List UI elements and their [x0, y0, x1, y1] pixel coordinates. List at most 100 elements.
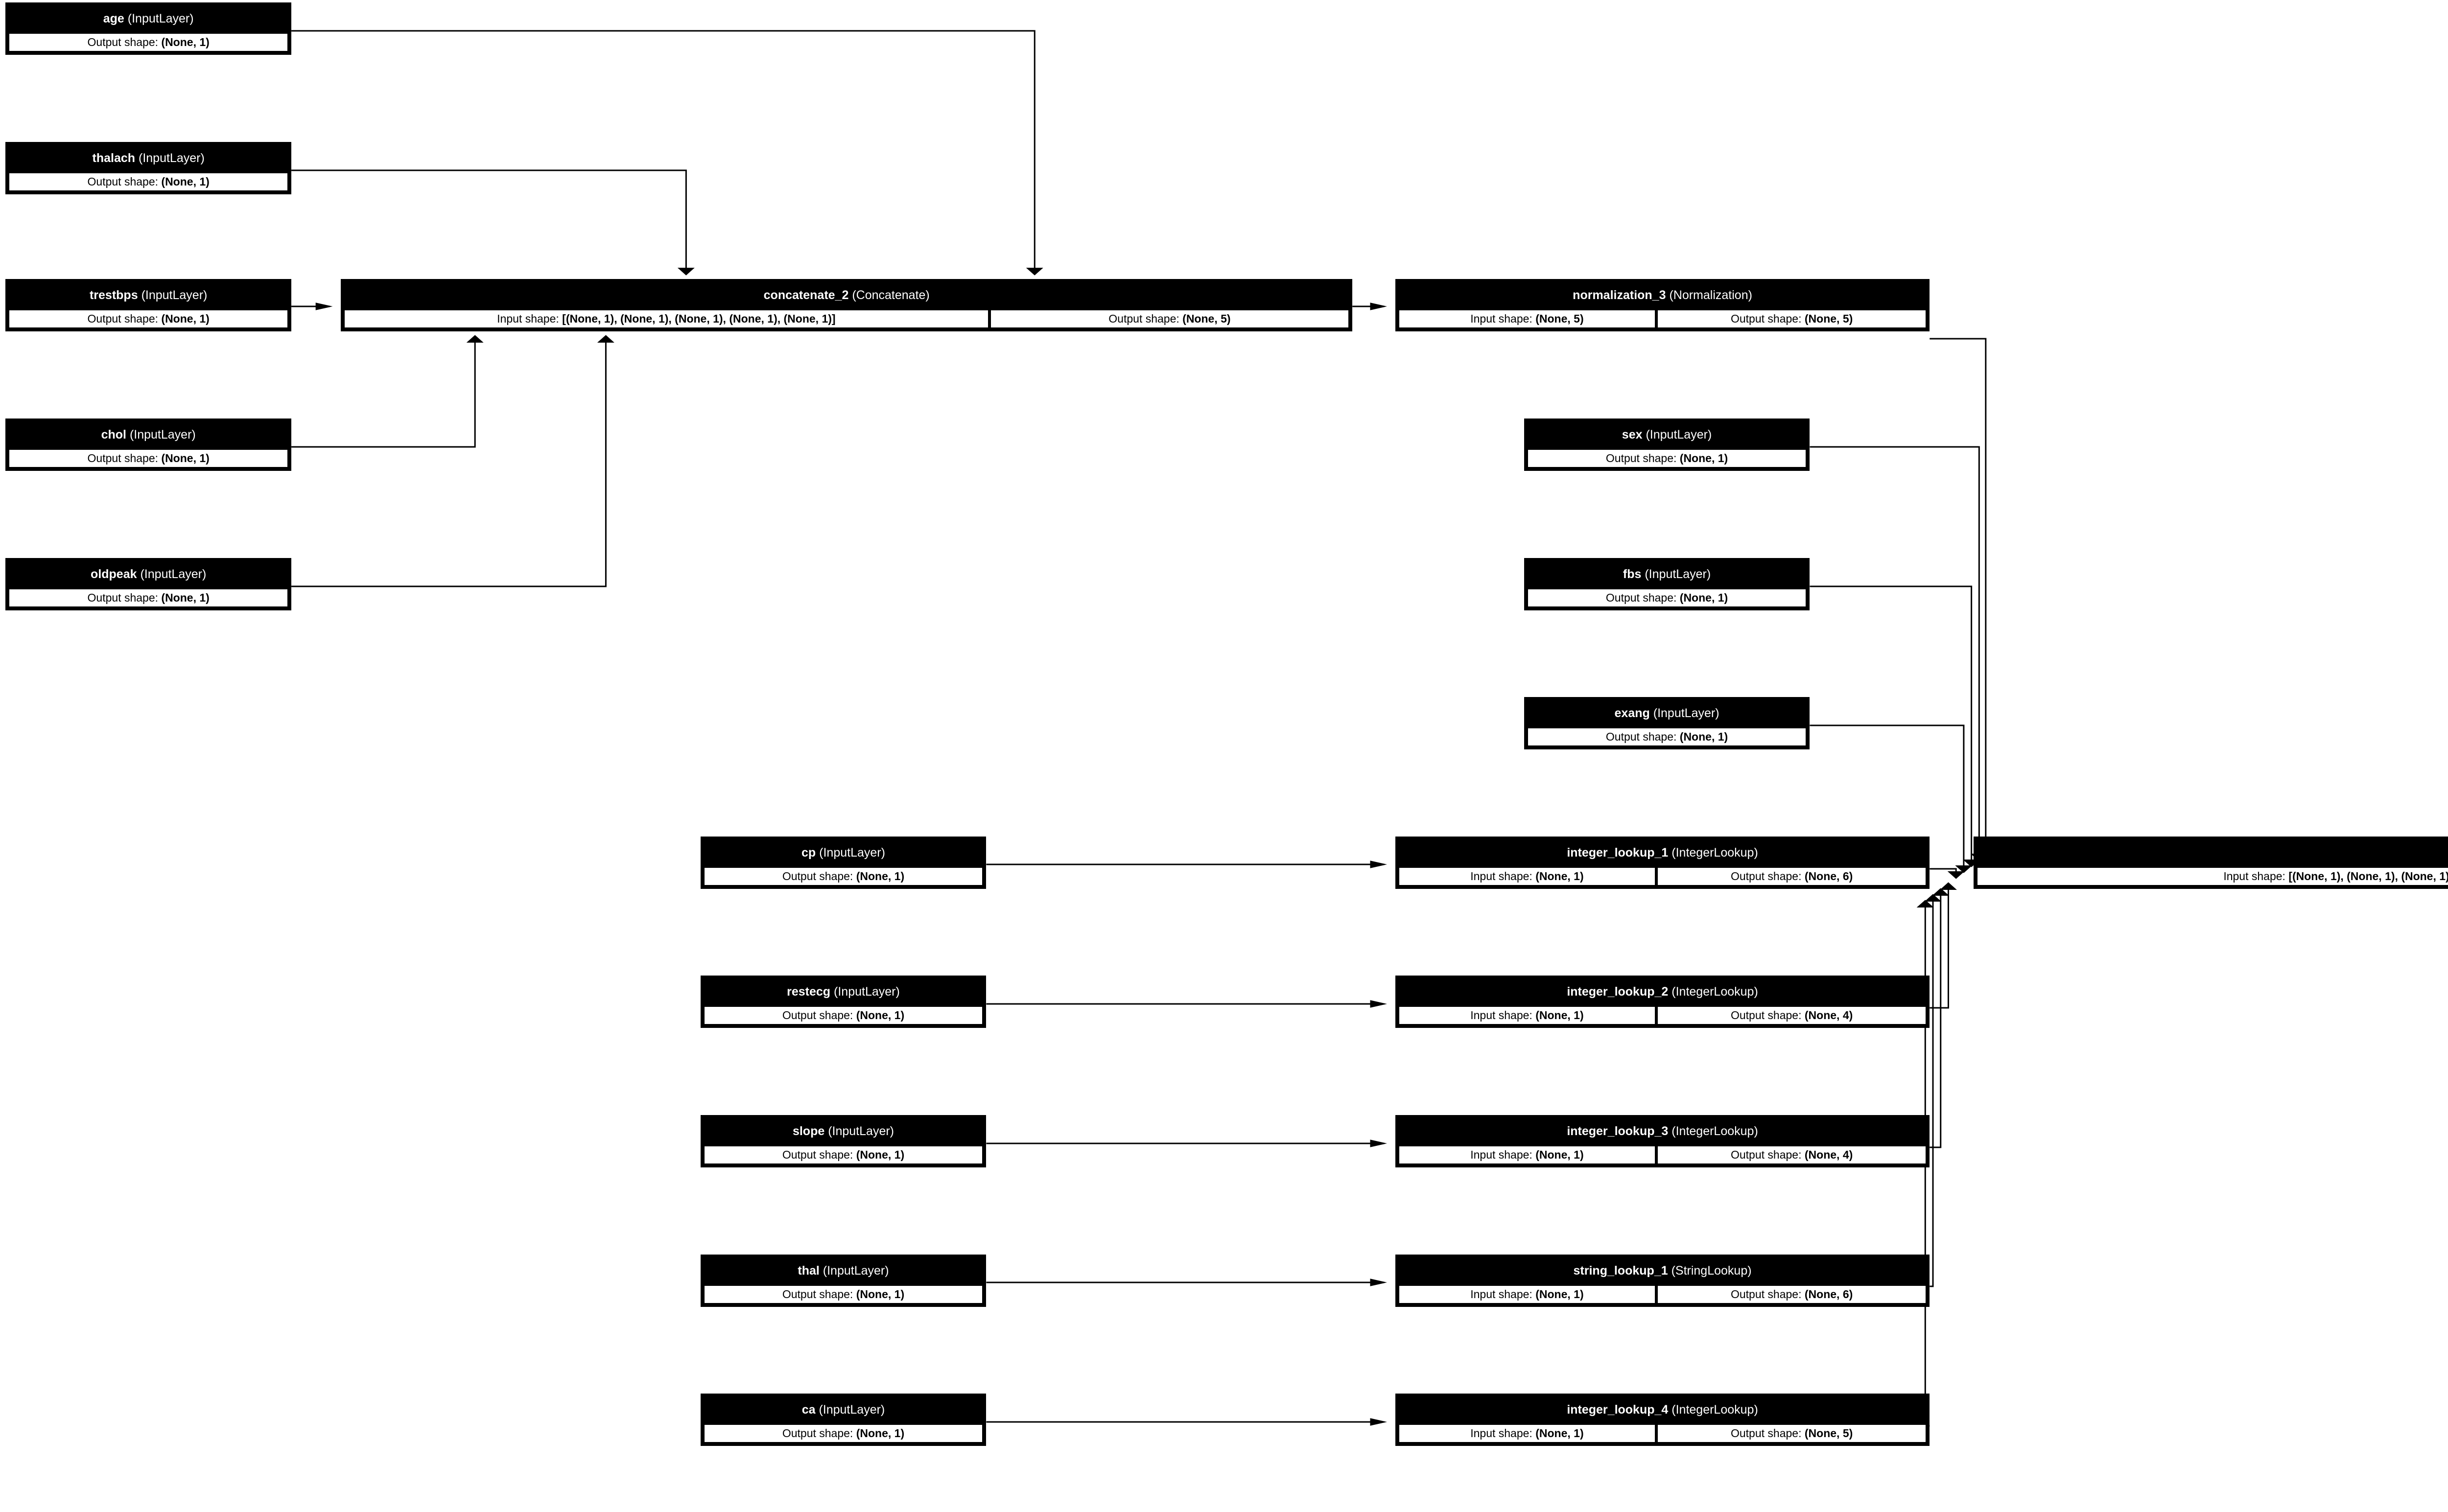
layer-name: normalization_3 [1573, 288, 1666, 302]
shape-label: Input shape: [1470, 1427, 1532, 1440]
shape-label: Output shape: [782, 1148, 853, 1161]
layer-title: concatenate_2 (Concatenate) [343, 281, 1350, 309]
layer-name: integer_lookup_3 [1567, 1124, 1669, 1138]
layer-title: age (InputLayer) [8, 5, 289, 32]
layer-node-concatenate_2[interactable]: concatenate_2 (Concatenate)Input shape: … [341, 279, 1353, 331]
layer-node-trestbps[interactable]: trestbps (InputLayer)Output shape: (None… [5, 279, 292, 331]
layer-name: ca [801, 1402, 816, 1417]
layer-node-fbs[interactable]: fbs (InputLayer)Output shape: (None, 1) [1524, 558, 1810, 610]
edge-integer_lookup_3-to-concatenate_3 [1926, 887, 1956, 1147]
layer-node-concatenate_3[interactable]: concatenate_3 (Concatenate)Input shape: … [1974, 837, 2448, 889]
shape-value: [(None, 1), (None, 1), (None, 1), (None,… [2288, 870, 2448, 883]
layer-node-integer_lookup_1[interactable]: integer_lookup_1 (IntegerLookup)Input sh… [1395, 837, 1930, 889]
input-shape-cell: Input shape: (None, 1) [1397, 866, 1656, 886]
output-shape-cell: Output shape: (None, 1) [1526, 588, 1808, 608]
layer-node-age[interactable]: age (InputLayer)Output shape: (None, 1) [5, 2, 292, 55]
layer-node-normalization_3[interactable]: normalization_3 (Normalization)Input sha… [1395, 279, 1930, 331]
layer-name: integer_lookup_1 [1567, 845, 1669, 860]
layer-title: thalach (InputLayer) [8, 144, 289, 172]
layer-title: fbs (InputLayer) [1527, 560, 1808, 588]
output-shape-cell: Output shape: (None, 5) [1656, 1423, 1928, 1443]
output-shape-cell: Output shape: (None, 1) [1526, 727, 1808, 747]
edge-oldpeak-to-concatenate_2 [291, 334, 621, 586]
output-shape-cell: Output shape: (None, 1) [8, 588, 289, 608]
layer-class: (InputLayer) [1653, 706, 1719, 720]
layer-node-chol[interactable]: chol (InputLayer) Output shape: (None, 1) [5, 419, 292, 471]
shape-label: Output shape: [1730, 1288, 1802, 1301]
layer-name: slope [792, 1124, 825, 1138]
shape-row: Input shape: (None, 1)Output shape: (Non… [1397, 866, 1928, 886]
output-shape-cell: Output shape: (None, 5) [989, 309, 1350, 329]
input-shape-cell: Input shape: (None, 1) [1397, 1145, 1656, 1165]
layer-title: integer_lookup_1 (IntegerLookup) [1398, 839, 1927, 866]
edge-normalization_3-to-concatenate_3 [1930, 339, 2001, 857]
layer-title: slope (InputLayer) [703, 1117, 984, 1145]
layer-name: thalach [92, 151, 136, 165]
layer-title: integer_lookup_3 (IntegerLookup) [1398, 1117, 1927, 1145]
shape-row: Output shape: (None, 1) [703, 866, 984, 886]
layer-class: (InputLayer) [129, 427, 196, 442]
shape-label: Input shape: [497, 312, 559, 325]
layer-node-cp[interactable]: cp (InputLayer)Output shape: (None, 1) [700, 837, 987, 889]
shape-row: Output shape: (None, 1) [8, 588, 289, 608]
edge-sex-to-concatenate_3 [1810, 447, 1994, 862]
layer-class: (IntegerLookup) [1671, 845, 1758, 860]
layer-node-thal[interactable]: thal (InputLayer)Output shape: (None, 1) [700, 1255, 987, 1307]
shape-row: Input shape: (None, 5)Output shape: (Non… [1397, 309, 1928, 329]
layer-node-string_lookup_1[interactable]: string_lookup_1 (StringLookup)Input shap… [1395, 1255, 1930, 1307]
layer-node-oldpeak[interactable]: oldpeak (InputLayer)Output shape: (None,… [5, 558, 292, 610]
layer-title: chol (InputLayer) [8, 421, 289, 448]
shape-value: (None, 1) [161, 312, 210, 325]
shape-value: (None, 5) [1804, 312, 1853, 325]
layer-title: thal (InputLayer) [703, 1257, 984, 1284]
shape-label: Input shape: [1470, 1009, 1532, 1022]
input-shape-cell: Input shape: [(None, 1), (None, 1), (Non… [343, 309, 989, 329]
layer-class: (InputLayer) [127, 11, 194, 25]
shape-label: Output shape: [1730, 1009, 1802, 1022]
input-shape-cell: Input shape: [(None, 1), (None, 1), (Non… [1976, 866, 2448, 886]
shape-row: Output shape: (None, 1) [1526, 727, 1808, 747]
output-shape-cell: Output shape: (None, 6) [1656, 1284, 1928, 1304]
layer-node-integer_lookup_4[interactable]: integer_lookup_4 (IntegerLookup) Input sh… [1395, 1394, 1930, 1446]
output-shape-cell: Output shape: (None, 6) [1656, 866, 1928, 886]
shape-label: Input shape: [1470, 870, 1532, 883]
shape-value: (None, 5) [1182, 312, 1231, 325]
layer-title: cp (InputLayer) [703, 839, 984, 866]
shape-value: (None, 1) [856, 1009, 905, 1022]
layer-class: (InputLayer) [828, 1124, 894, 1138]
shape-row: Output shape: (None, 1) [1526, 588, 1808, 608]
layer-node-thalach[interactable]: thalach (InputLayer)Output shape: (None,… [5, 142, 292, 194]
shape-value: (None, 1) [1679, 452, 1728, 465]
output-shape-cell: Output shape: (None, 1) [8, 309, 289, 329]
layer-name: integer_lookup_4 [1567, 1402, 1669, 1417]
shape-value: (None, 4) [1804, 1009, 1853, 1022]
shape-row: Output shape: (None, 1) [703, 1145, 984, 1165]
shape-label: Input shape: [2223, 870, 2285, 883]
shape-row: Input shape: [(None, 1), (None, 1), (Non… [343, 309, 1350, 329]
layer-class: (InputLayer) [1646, 427, 1712, 442]
layer-class: (Concatenate) [852, 288, 930, 302]
layer-node-restecg[interactable]: restecg (InputLayer)Output shape: (None,… [700, 976, 987, 1028]
shape-value: (None, 1) [161, 452, 210, 465]
output-shape-cell: Output shape: (None, 1) [703, 1145, 984, 1165]
layer-name: oldpeak [91, 567, 137, 581]
layer-title: concatenate_3 (Concatenate) [1976, 839, 2448, 866]
layer-node-integer_lookup_3[interactable]: integer_lookup_3 (IntegerLookup)Input sh… [1395, 1115, 1930, 1167]
layer-node-sex[interactable]: sex (InputLayer)Output shape: (None, 1) [1524, 419, 1810, 471]
layer-node-integer_lookup_2[interactable]: integer_lookup_2 (IntegerLookup)Input sh… [1395, 976, 1930, 1028]
layer-name: cp [801, 845, 816, 860]
shape-label: Input shape: [1470, 1148, 1532, 1161]
edge-chol-to-concatenate_2 [291, 334, 490, 447]
layer-node-ca[interactable]: ca (InputLayer)Output shape: (None, 1) [700, 1394, 987, 1446]
layer-node-slope[interactable]: slope (InputLayer)Output shape: (None, 1… [700, 1115, 987, 1167]
shape-value: (None, 1) [1535, 1009, 1584, 1022]
layer-name: string_lookup_1 [1573, 1263, 1668, 1278]
layer-title: string_lookup_1 (StringLookup) [1398, 1257, 1927, 1284]
layer-name: chol [101, 427, 126, 442]
shape-label: Output shape: [87, 452, 159, 465]
shape-row: Input shape: (None, 1)Output shape: (Non… [1397, 1284, 1928, 1304]
layer-node-exang[interactable]: exang (InputLayer)Output shape: (None, 1… [1524, 697, 1810, 749]
shape-label: Output shape: [1108, 312, 1179, 325]
layer-title: integer_lookup_4 (IntegerLookup) [1398, 1396, 1927, 1423]
